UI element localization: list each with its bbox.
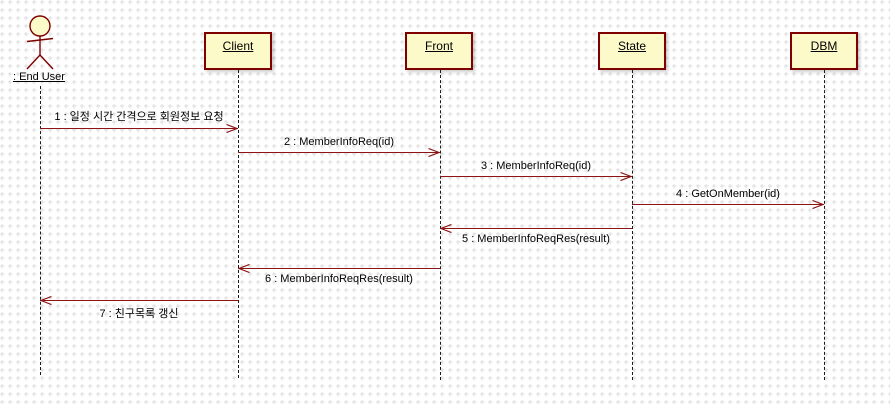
- actor-label: : End User: [13, 71, 65, 83]
- lifeline-head-client-label: Client: [222, 39, 254, 53]
- actor-leg-left: [26, 54, 41, 70]
- message-2-label: 2 : MemberInfoReq(id): [283, 136, 395, 148]
- message-4-label: 4 : GetOnMember(id): [676, 188, 780, 200]
- lifeline-state[interactable]: [632, 70, 633, 380]
- lifeline-head-dbm[interactable]: DBM: [790, 32, 858, 70]
- message-4-line: [632, 204, 824, 205]
- lifeline-head-front-label: Front: [424, 39, 453, 53]
- message-2-line: [238, 152, 440, 153]
- actor-end-user[interactable]: : End User: [0, 0, 90, 92]
- lifeline-client[interactable]: [238, 70, 239, 378]
- arrowhead-right-icon: [812, 200, 824, 209]
- arrowhead-right-icon: [620, 172, 632, 181]
- message-1-line: [40, 128, 238, 129]
- message-1-label: 1 : 일정 시간 간격으로 회원정보 요청: [54, 111, 224, 123]
- lifeline-head-front[interactable]: Front: [405, 32, 473, 70]
- actor-stick-figure-icon: [26, 15, 54, 70]
- message-5-line: [440, 228, 632, 229]
- lifeline-head-dbm-label: DBM: [810, 39, 838, 53]
- message-7-label: 7 : 친구목록 갱신: [99, 308, 179, 320]
- lifeline-end-user[interactable]: [40, 86, 41, 375]
- arrowhead-right-icon: [428, 148, 440, 157]
- lifeline-front[interactable]: [440, 70, 441, 380]
- arrowhead-left-icon: [238, 264, 250, 273]
- arrowhead-left-icon: [40, 296, 52, 305]
- arrowhead-left-icon: [440, 224, 452, 233]
- actor-arms: [26, 37, 54, 43]
- lifeline-head-client[interactable]: Client: [204, 32, 272, 70]
- lifeline-head-state-label: State: [617, 39, 647, 53]
- lifeline-dbm[interactable]: [824, 70, 825, 380]
- actor-head: [29, 15, 51, 37]
- message-5-label: 5 : MemberInfoReqRes(result): [462, 233, 610, 245]
- arrowhead-right-icon: [226, 124, 238, 133]
- lifeline-head-state[interactable]: State: [598, 32, 666, 70]
- message-3-line: [440, 176, 632, 177]
- message-6-line: [238, 268, 440, 269]
- actor-leg-right: [39, 54, 54, 70]
- message-3-label: 3 : MemberInfoReq(id): [480, 160, 592, 172]
- message-6-label: 6 : MemberInfoReqRes(result): [265, 273, 413, 285]
- message-7-line: [40, 300, 238, 301]
